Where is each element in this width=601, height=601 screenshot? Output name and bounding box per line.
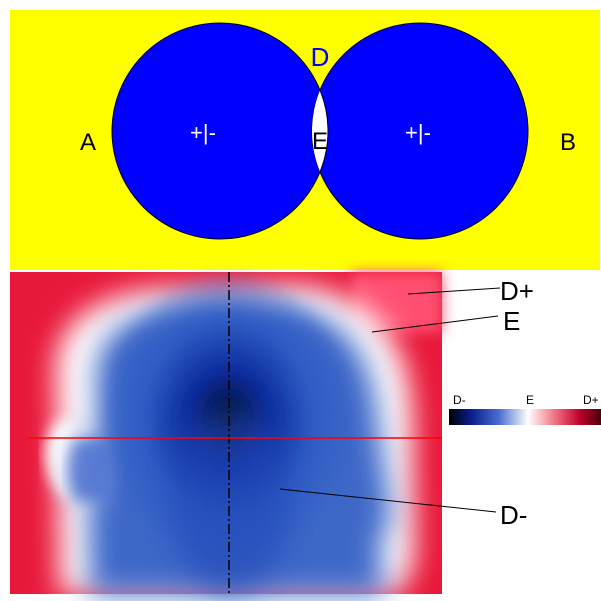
leader-d-plus xyxy=(407,287,501,295)
left-lobe xyxy=(111,22,329,240)
right-lobe-label: +|- xyxy=(405,120,431,145)
venn-diagram: A B D E +|- +|- xyxy=(10,10,600,270)
label-a: A xyxy=(80,129,96,156)
label-e: E xyxy=(312,128,328,155)
overlap-region xyxy=(312,23,329,239)
colorbar-tick-left: D- xyxy=(453,393,466,407)
label-b: B xyxy=(560,129,576,156)
colorbar: D- E D+ xyxy=(449,393,601,425)
neck-region xyxy=(170,405,290,595)
colorbar-tick-right: D+ xyxy=(583,393,599,407)
annotation-d-plus: D+ xyxy=(500,276,534,306)
face-profile xyxy=(70,440,110,500)
annotation-e: E xyxy=(503,306,520,336)
dose-map: D+ E D- xyxy=(10,268,534,595)
leader-e xyxy=(371,315,499,333)
left-lobe-label: +|- xyxy=(190,120,216,145)
annotation-d-minus: D- xyxy=(500,500,527,530)
colorbar-tick-center: E xyxy=(526,393,534,407)
colorbar-gradient xyxy=(449,409,601,425)
leader-d-minus xyxy=(279,488,497,513)
label-d: D xyxy=(311,42,330,72)
